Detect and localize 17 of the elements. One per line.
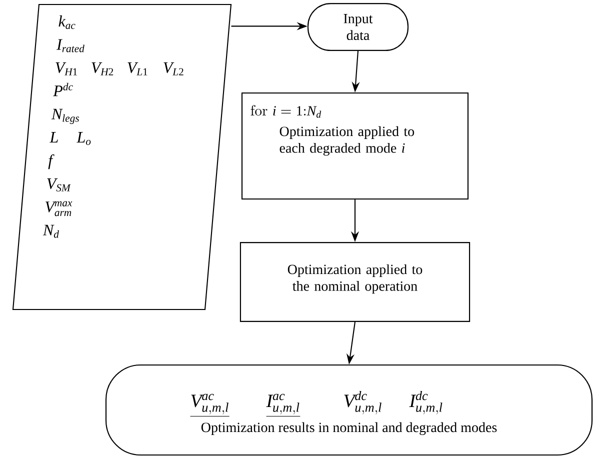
parameter-symbol: $L$ [50,132,58,142]
parameter-symbol: $V_{H2}$ [92,62,114,76]
parameter-symbol: $L_{o}$ [76,132,91,145]
process-box: $\mathrm{for}\ i=1\mathrm{:}N_{d}$ Optimization applied to each degraded mode i [241,92,469,200]
parameter-symbol: $I_{rated}$ [56,39,84,52]
parameter-symbol: $k_{ac}$ [58,15,76,29]
parameter-symbol: $f$ [48,154,54,170]
parameter-symbol: $N_{legs}$ [51,108,79,124]
parameter-box [12,4,232,310]
process-box: Optimization applied to the nominal operation [240,242,470,322]
parameter-symbol: $V_{L1}$ [128,62,148,76]
parameter-symbol: $V_{H1}$ [56,62,78,76]
parameter-symbol: $P^{dc}$ [53,82,73,96]
parameter-symbol: $V_{SM}$ [47,178,71,192]
parameter-symbol: $V_{L2}$ [164,62,184,76]
parameter-symbol: $V_{arm}^{max}$ [46,201,72,216]
parameter-symbol: $N_{d}$ [42,224,59,238]
